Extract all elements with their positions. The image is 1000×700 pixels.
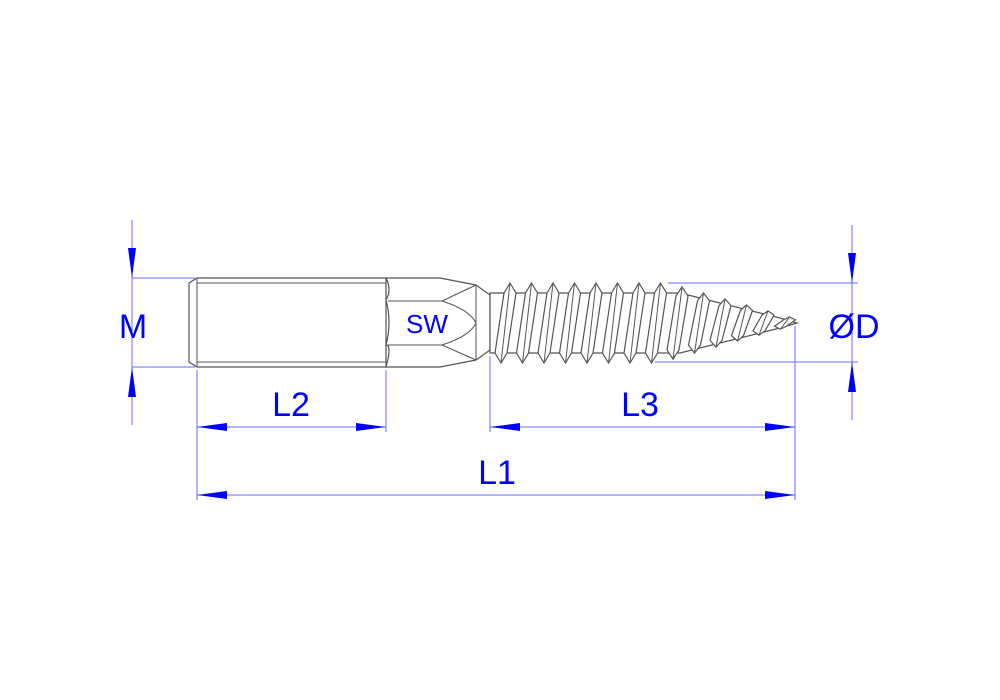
thread-crest-line — [629, 282, 640, 364]
label-l2: L2 — [272, 386, 310, 424]
thread-crest-line — [651, 282, 661, 364]
thread-crest-line — [565, 282, 575, 364]
dimension-l1 — [197, 491, 795, 499]
thread-crest-line — [672, 286, 683, 360]
thread-crest-line — [758, 310, 769, 336]
dimension-l3 — [489, 326, 796, 500]
label-l3: L3 — [621, 386, 659, 424]
thread-crest-line — [715, 298, 726, 348]
thread-crest-line — [737, 304, 747, 342]
label-l1: L1 — [478, 454, 516, 492]
label-d: ØD — [829, 308, 880, 346]
dimension-m — [128, 220, 195, 425]
thread-crest-line — [780, 316, 790, 330]
hex-drive-section — [385, 277, 491, 368]
dimension-l2 — [196, 370, 387, 500]
thread-crest-line — [500, 282, 511, 364]
thread-crest-line — [586, 282, 597, 364]
thread-crest-line — [608, 282, 618, 364]
wood-screw-section — [489, 281, 800, 365]
thread-crest-line — [543, 282, 554, 364]
label-sw: SW — [406, 309, 448, 339]
dimension-d — [655, 225, 858, 420]
label-m: M — [119, 308, 147, 346]
machine-thread-section — [188, 277, 387, 368]
thread-crest-line — [522, 282, 532, 364]
thread-crest-line — [694, 292, 704, 354]
